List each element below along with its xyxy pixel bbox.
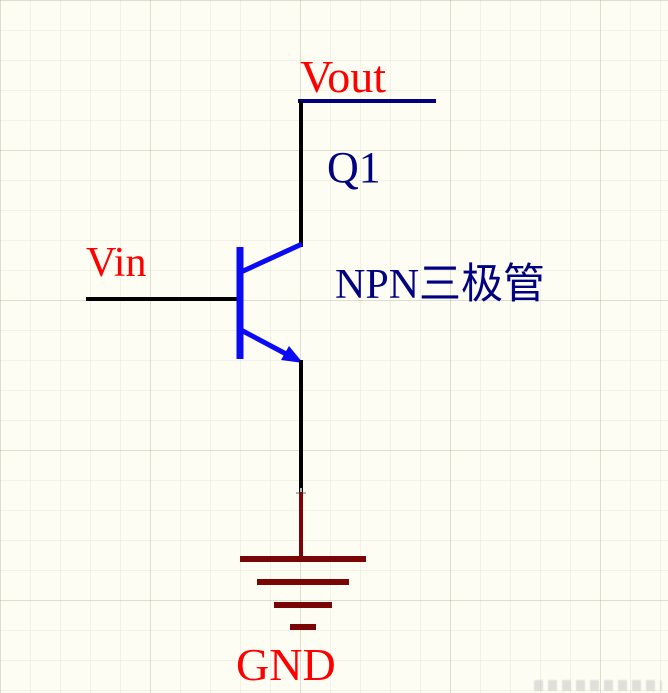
base-wire[interactable] xyxy=(86,297,238,301)
ground-symbol-stub[interactable] xyxy=(299,492,303,558)
net-label-gnd[interactable]: GND xyxy=(236,639,336,690)
net-label-vin[interactable]: Vin xyxy=(86,240,147,286)
ground-symbol-bar-4 xyxy=(290,624,316,630)
transistor-collector-lead xyxy=(239,241,304,275)
transistor-emitter-lead xyxy=(239,327,290,358)
component-annotation[interactable]: NPN三极管 xyxy=(335,262,546,308)
component-designator[interactable]: Q1 xyxy=(327,143,381,192)
ground-symbol-bar-3 xyxy=(274,602,332,608)
output-wire[interactable] xyxy=(298,99,436,103)
collector-wire[interactable] xyxy=(299,101,303,247)
net-label-vout[interactable]: Vout xyxy=(300,51,387,102)
ground-symbol-bar-2 xyxy=(257,579,349,585)
emitter-wire[interactable] xyxy=(299,360,303,494)
watermark xyxy=(534,680,662,691)
ground-symbol-bar-1 xyxy=(240,556,366,562)
